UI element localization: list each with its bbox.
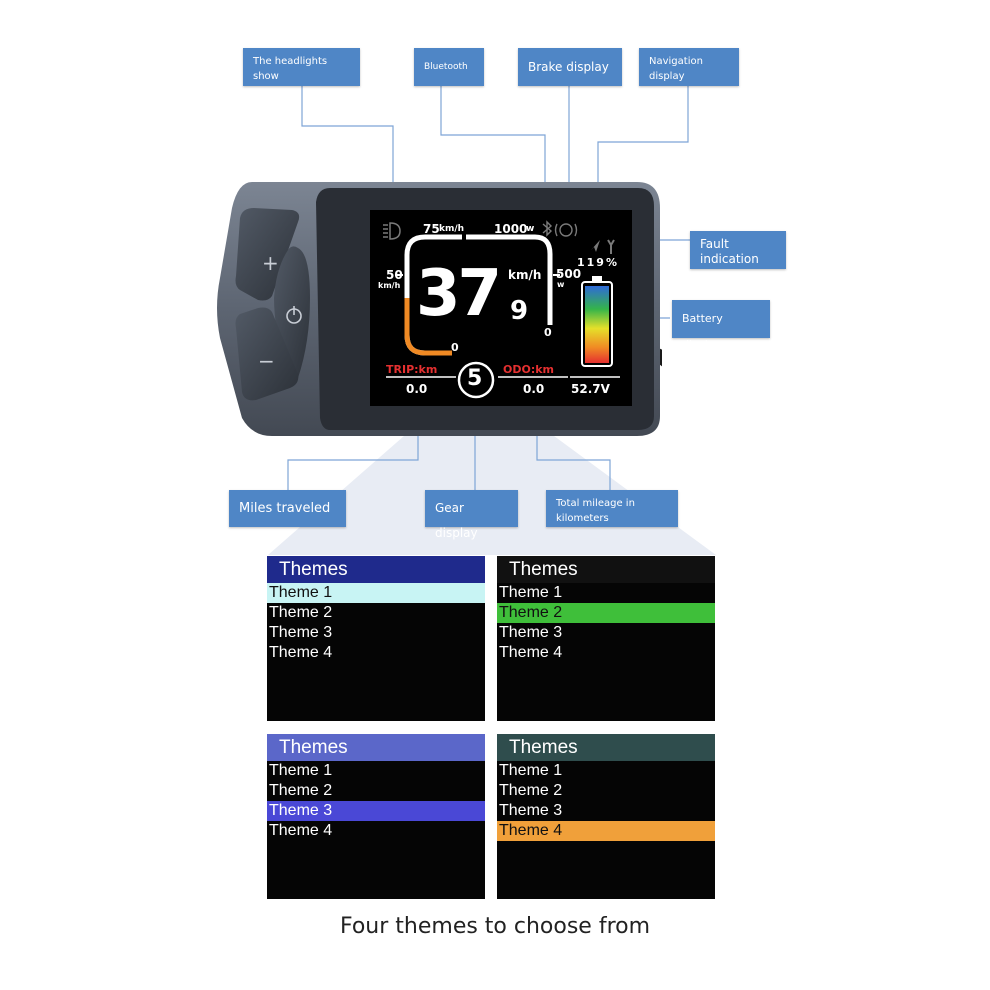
theme-option-3[interactable]: Theme 3 bbox=[269, 624, 333, 641]
theme-panel-title: Themes bbox=[267, 556, 485, 583]
power-max-unit: w bbox=[526, 224, 535, 234]
theme-option-4[interactable]: Theme 4 bbox=[497, 821, 715, 841]
callout-headlights: The headlights show bbox=[243, 48, 360, 86]
trip-label: TRIP:km bbox=[386, 363, 438, 376]
theme-option-1[interactable]: Theme 1 bbox=[499, 584, 563, 601]
battery-percent: 119% bbox=[577, 256, 619, 269]
theme-option-3[interactable]: Theme 3 bbox=[499, 802, 563, 819]
speed-mid-label: 50 bbox=[386, 268, 403, 282]
callout-brake: Brake display bbox=[518, 48, 622, 86]
trip-value: 0.0 bbox=[406, 382, 428, 396]
headlight-icon bbox=[382, 222, 402, 242]
theme-option-3[interactable]: Theme 3 bbox=[499, 624, 563, 641]
lcd-screen: 75 km/h 1000 w 50 km/h 500 w 119% 37 9 k… bbox=[370, 210, 632, 406]
callout-bluetooth: Bluetooth bbox=[414, 48, 484, 86]
theme-option-4[interactable]: Theme 4 bbox=[269, 644, 333, 661]
brake-icon bbox=[556, 222, 578, 238]
theme-option-1[interactable]: Theme 1 bbox=[267, 583, 485, 603]
lcd-graphics bbox=[383, 220, 620, 399]
speed-decimal: 9 bbox=[510, 296, 529, 326]
odo-value: 0.0 bbox=[523, 382, 545, 396]
svg-text:−: − bbox=[258, 349, 275, 373]
gear-value: 5 bbox=[467, 366, 483, 391]
callout-miles: Miles traveled bbox=[229, 490, 346, 527]
theme-panel-title: Themes bbox=[267, 734, 485, 761]
theme-option-2[interactable]: Theme 2 bbox=[269, 604, 333, 621]
power-zero-label: 0 bbox=[544, 326, 552, 339]
odo-label: ODO:km bbox=[503, 363, 555, 376]
speed-max-label: 75 bbox=[423, 222, 440, 236]
theme-option-4[interactable]: Theme 4 bbox=[269, 822, 333, 839]
theme-panel-4: Themes Theme 1 Theme 2 Theme 3 Theme 4 bbox=[497, 734, 715, 899]
speed-max-unit: km/h bbox=[439, 224, 465, 234]
callout-fault: Fault indication bbox=[690, 231, 786, 269]
speed-zero-label: 0 bbox=[451, 341, 459, 354]
theme-option-2[interactable]: Theme 2 bbox=[269, 782, 333, 799]
callout-navigation: Navigation display bbox=[639, 48, 739, 86]
theme-panel-title: Themes bbox=[497, 734, 715, 761]
theme-option-2[interactable]: Theme 2 bbox=[497, 603, 715, 623]
callout-gear: Gear display bbox=[425, 490, 518, 540]
svg-text:+: + bbox=[262, 251, 279, 275]
voltage-value: 52.7V bbox=[571, 382, 610, 396]
theme-panel-1: Themes Theme 1 Theme 2 Theme 3 Theme 4 bbox=[267, 556, 485, 721]
speed-value: 37 bbox=[416, 257, 502, 331]
bluetooth-icon bbox=[540, 220, 554, 238]
theme-option-3[interactable]: Theme 3 bbox=[267, 801, 485, 821]
caption: Four themes to choose from bbox=[339, 914, 651, 939]
theme-panel-2: Themes Theme 1 Theme 2 Theme 3 Theme 4 bbox=[497, 556, 715, 721]
power-mid-unit: w bbox=[557, 280, 565, 289]
speed-unit: km/h bbox=[508, 268, 542, 282]
callout-battery: Battery display bbox=[672, 300, 770, 351]
theme-option-2[interactable]: Theme 2 bbox=[499, 782, 563, 799]
speed-mid-unit: km/h bbox=[378, 281, 401, 290]
theme-option-1[interactable]: Theme 1 bbox=[269, 762, 333, 779]
callout-total-mileage: Total mileage in kilometers bbox=[546, 490, 678, 527]
theme-panel-3: Themes Theme 1 Theme 2 Theme 3 Theme 4 bbox=[267, 734, 485, 899]
power-max-label: 1000 bbox=[494, 222, 528, 236]
navigation-arrow-icon bbox=[590, 238, 602, 254]
theme-option-4[interactable]: Theme 4 bbox=[499, 644, 563, 661]
theme-panel-title: Themes bbox=[497, 556, 715, 583]
power-mid-label: 500 bbox=[556, 267, 582, 281]
fault-wrench-icon bbox=[606, 238, 616, 256]
theme-option-1[interactable]: Theme 1 bbox=[499, 762, 563, 779]
